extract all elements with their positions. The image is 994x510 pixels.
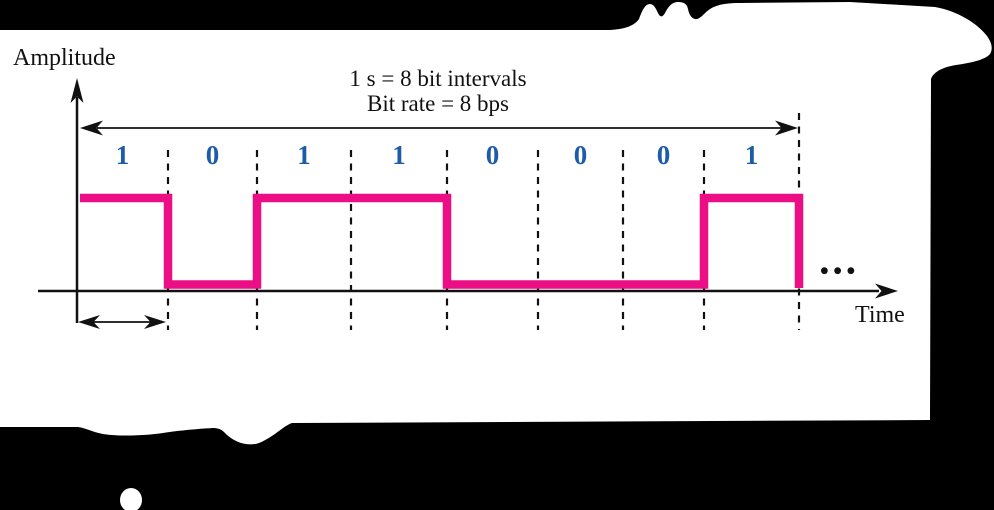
bit-label: 0 (206, 140, 220, 170)
waveform-and-bits: 1 0 1 1 0 0 0 1 (80, 113, 804, 330)
white-speck (120, 488, 142, 510)
one-second-span-arrow (80, 120, 798, 136)
interval-arrowhead-left-icon (78, 315, 100, 329)
span-arrowhead-left-icon (80, 120, 103, 136)
bit-label: 1 (116, 140, 130, 170)
digital-signal-waveform (80, 193, 804, 289)
continuation-ellipsis-icon: ••• (820, 258, 860, 285)
x-axis (38, 283, 898, 299)
y-axis-label: Amplitude (13, 45, 116, 71)
bit-interval-span-arrow (78, 315, 166, 329)
y-axis (70, 78, 84, 323)
bit-label: 1 (392, 140, 406, 170)
bit-label: 0 (574, 140, 588, 170)
span-arrowhead-right-icon (775, 120, 798, 136)
white-canvas-blob (0, 2, 992, 445)
bit-label: 0 (657, 140, 671, 170)
bit-label: 1 (297, 140, 311, 170)
x-axis-label: Time (855, 302, 905, 328)
bit-label: 0 (486, 140, 500, 170)
span-caption-line2: Bit rate = 8 bps (367, 91, 509, 116)
bit-label: 1 (745, 140, 759, 170)
x-axis-arrowhead-icon (875, 283, 898, 299)
span-caption-line1: 1 s = 8 bit intervals (349, 66, 526, 91)
y-axis-arrowhead-icon (70, 78, 84, 103)
interval-arrowhead-right-icon (144, 315, 166, 329)
